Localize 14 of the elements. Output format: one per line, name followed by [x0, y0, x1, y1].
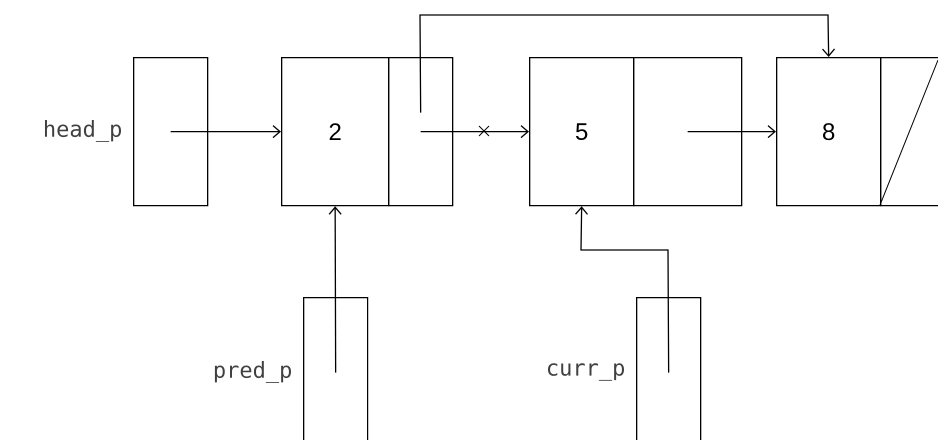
- arrow: [575, 206, 670, 373]
- pointer-name: head_p: [44, 120, 121, 142]
- arrow: [420, 125, 529, 138]
- pointer-cell: [388, 57, 454, 206]
- value-cell: 2: [281, 57, 390, 206]
- pointer-name: curr_p: [548, 363, 624, 381]
- arrow: [170, 125, 281, 138]
- value-cell: 8: [776, 57, 882, 206]
- pointer-name: pred_p: [214, 361, 291, 383]
- arrow: [328, 206, 342, 373]
- arrow: [688, 125, 776, 138]
- pointer-cell: [633, 57, 742, 206]
- value-cell: 5: [529, 57, 634, 206]
- arrow: [419, 14, 836, 113]
